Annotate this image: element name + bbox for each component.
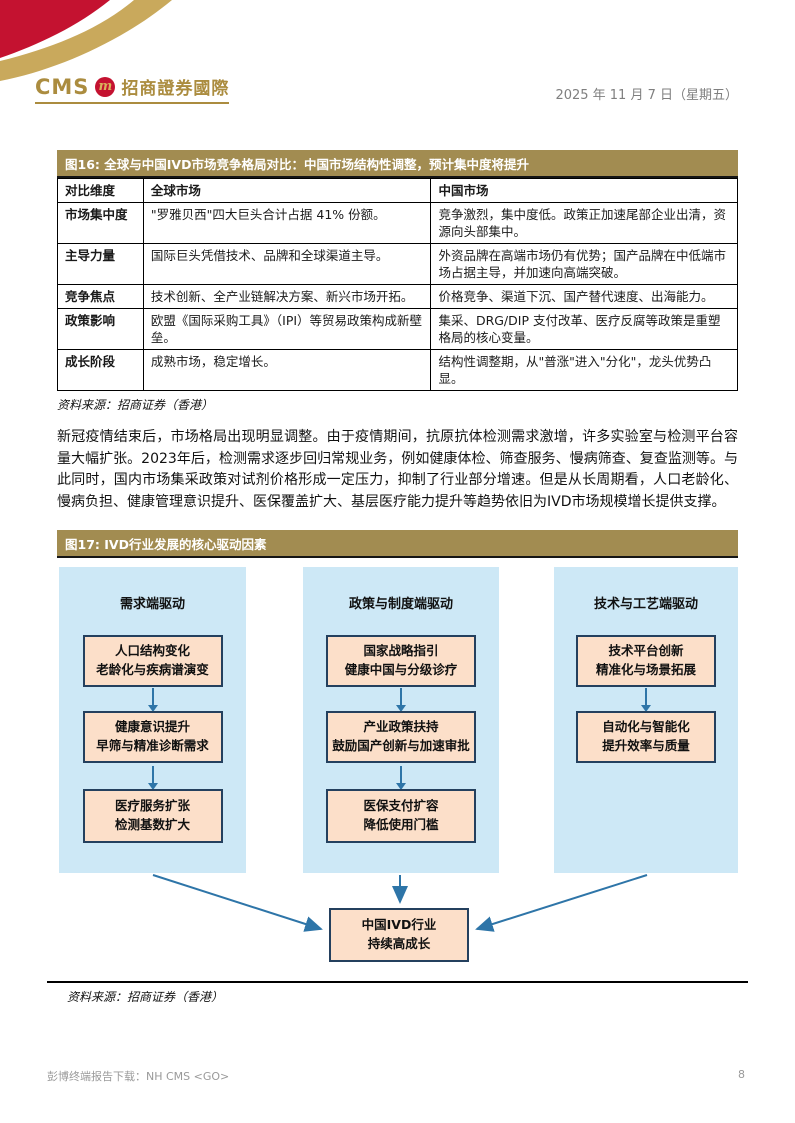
figure17-section: 图17: IVD行业发展的核心驱动因素 需求端驱动 人口结构变化 老龄化与疾病谱… <box>57 530 738 975</box>
panel-demand-drivers: 需求端驱动 人口结构变化 老龄化与疾病谱演变 健康意识提升 早筛与精准诊断需求 … <box>59 567 246 873</box>
table16-source: 资料来源：招商证券（香港） <box>57 398 214 412</box>
row-china-cell: 结构性调整期，从"普涨"进入"分化"，龙头优势凸显。 <box>430 349 738 391</box>
diagram-box: 产业政策扶持 鼓励国产创新与加速审批 <box>326 711 476 763</box>
box-line: 中国IVD行业 <box>361 917 437 933</box>
row-global-cell: 成熟市场，稳定增长。 <box>142 349 432 391</box>
down-arrow-icon <box>645 688 647 705</box>
box-line: 健康意识提升 <box>114 719 190 735</box>
diagram-box: 技术平台创新 精准化与场景拓展 <box>576 635 716 687</box>
box-line: 产业政策扶持 <box>363 719 439 735</box>
diagram-box: 医保支付扩容 降低使用门槛 <box>326 789 476 843</box>
table-header-row: 对比维度 全球市场 中国市场 <box>57 178 738 203</box>
row-china-cell: 外资品牌在高端市场仍有优势；国产品牌在中低端市场占据主导，并加速向高端突破。 <box>430 243 738 285</box>
box-line: 提升效率与质量 <box>602 738 690 753</box>
final-outcome-box: 中国IVD行业 持续高成长 <box>329 908 469 962</box>
diagram-box: 人口结构变化 老龄化与疾病谱演变 <box>82 635 223 687</box>
table-row: 主导力量 国际巨头凭借技术、品牌和全球渠道主导。 外资品牌在高端市场仍有优势；国… <box>57 243 738 285</box>
box-line: 医疗服务扩张 <box>114 798 190 814</box>
logo-cms-text: CMS <box>35 74 90 99</box>
panel-policy-drivers: 政策与制度端驱动 国家战略指引 健康中国与分级诊疗 产业政策扶持 鼓励国产创新与… <box>303 567 499 873</box>
row-china-cell: 竞争激烈，集中度低。政策正加速尾部企业出清，资源向头部集中。 <box>430 202 738 244</box>
box-line: 国家战略指引 <box>363 643 439 659</box>
box-line: 技术平台创新 <box>608 643 684 659</box>
row-global-cell: 技术创新、全产业链解决方案、新兴市场开拓。 <box>142 284 432 309</box>
col-header-dimension: 对比维度 <box>57 178 144 203</box>
diagram-box: 国家战略指引 健康中国与分级诊疗 <box>326 635 476 687</box>
box-line: 精准化与场景拓展 <box>595 662 696 677</box>
box-line: 早筛与精准诊断需求 <box>96 738 209 753</box>
table-row: 成长阶段 成熟市场，稳定增长。 结构性调整期，从"普涨"进入"分化"，龙头优势凸… <box>57 349 738 391</box>
table16-section: 图16: 全球与中国IVD市场竞争格局对比：中国市场结构性调整，预计集中度将提升… <box>57 150 738 975</box>
row-china-cell: 集采、DRG/DIP 支付改革、医疗反腐等政策是重塑格局的核心变量。 <box>430 308 738 350</box>
box-line: 健康中国与分级诊疗 <box>344 662 458 677</box>
box-line: 检测基数扩大 <box>114 817 190 832</box>
bloomberg-download-note: 彭博终端报告下载：NH CMS <GO> <box>47 1070 230 1083</box>
row-china-cell: 价格竞争、渠道下沉、国产替代速度、出海能力。 <box>430 284 738 309</box>
box-line: 人口结构变化 <box>114 643 190 659</box>
table-row: 竞争焦点 技术创新、全产业链解决方案、新兴市场开拓。 价格竞争、渠道下沉、国产替… <box>57 284 738 309</box>
row-dimension: 市场集中度 <box>57 202 144 244</box>
row-dimension: 成长阶段 <box>57 349 144 391</box>
row-dimension: 竞争焦点 <box>57 284 144 309</box>
col-header-global: 全球市场 <box>142 178 432 203</box>
panel-header: 政策与制度端驱动 <box>348 597 453 612</box>
panel-header: 技术与工艺端驱动 <box>593 597 698 612</box>
box-line: 鼓励国产创新与加速审批 <box>332 738 470 753</box>
diagram-box: 医疗服务扩张 检测基数扩大 <box>82 789 223 843</box>
panel-technology-drivers: 技术与工艺端驱动 技术平台创新 精准化与场景拓展 自动化与智能化 提升效率与质量 <box>554 567 738 873</box>
driver-diagram: 需求端驱动 人口结构变化 老龄化与疾病谱演变 健康意识提升 早筛与精准诊断需求 … <box>57 567 738 975</box>
box-line: 医保支付扩容 <box>363 798 439 814</box>
logo-brand-name: 招商證券國際 <box>121 79 230 99</box>
logo-m-icon: m <box>95 76 116 97</box>
row-dimension: 政策影响 <box>57 308 144 350</box>
figure17-bottom-rule <box>47 981 748 983</box>
diagram-box: 健康意识提升 早筛与精准诊断需求 <box>82 711 223 763</box>
figure17-source: 资料来源：招商证券（香港） <box>67 990 224 1004</box>
down-arrow-icon <box>400 688 402 705</box>
panel-header: 需求端驱动 <box>119 597 185 612</box>
box-line: 持续高成长 <box>367 936 431 951</box>
down-arrow-icon <box>151 766 154 783</box>
row-global-cell: "罗雅贝西"四大巨头合计占据 41% 份额。 <box>142 202 432 244</box>
down-arrow-icon <box>400 766 402 783</box>
down-arrow-icon <box>151 688 154 705</box>
row-dimension: 主导力量 <box>57 243 144 285</box>
report-date: 2025 年 11 月 7 日（星期五） <box>555 88 738 103</box>
row-global-cell: 欧盟《国际采购工具》（IPI）等贸易政策构成新壁垒。 <box>142 308 432 350</box>
table-row: 政策影响 欧盟《国际采购工具》（IPI）等贸易政策构成新壁垒。 集采、DRG/D… <box>57 308 738 350</box>
comparison-table: 对比维度 全球市场 中国市场 市场集中度 "罗雅贝西"四大巨头合计占据 41% … <box>57 178 738 391</box>
table16-title: 图16: 全球与中国IVD市场竞争格局对比：中国市场结构性调整，预计集中度将提升 <box>57 150 738 178</box>
corner-decoration-graphic <box>0 0 172 81</box>
box-line: 自动化与智能化 <box>602 719 690 735</box>
page-number: 8 <box>738 1068 745 1081</box>
body-paragraph: 新冠疫情结束后，市场格局出现明显调整。由于疫情期间，抗原抗体检测需求激增，许多实… <box>57 429 738 510</box>
col-header-china: 中国市场 <box>430 178 738 203</box>
row-global-cell: 国际巨头凭借技术、品牌和全球渠道主导。 <box>142 243 432 285</box>
box-line: 降低使用门槛 <box>363 817 439 832</box>
figure17-title: 图17: IVD行业发展的核心驱动因素 <box>57 530 738 558</box>
table-row: 市场集中度 "罗雅贝西"四大巨头合计占据 41% 份额。 竞争激烈，集中度低。政… <box>57 202 738 244</box>
diagram-box: 自动化与智能化 提升效率与质量 <box>576 711 716 763</box>
company-logo: CMS m 招商證券國際 <box>35 74 230 104</box>
box-line: 老龄化与疾病谱演变 <box>96 662 209 677</box>
page-header: CMS m 招商證券國際 2025 年 11 月 7 日（星期五） <box>0 0 795 150</box>
